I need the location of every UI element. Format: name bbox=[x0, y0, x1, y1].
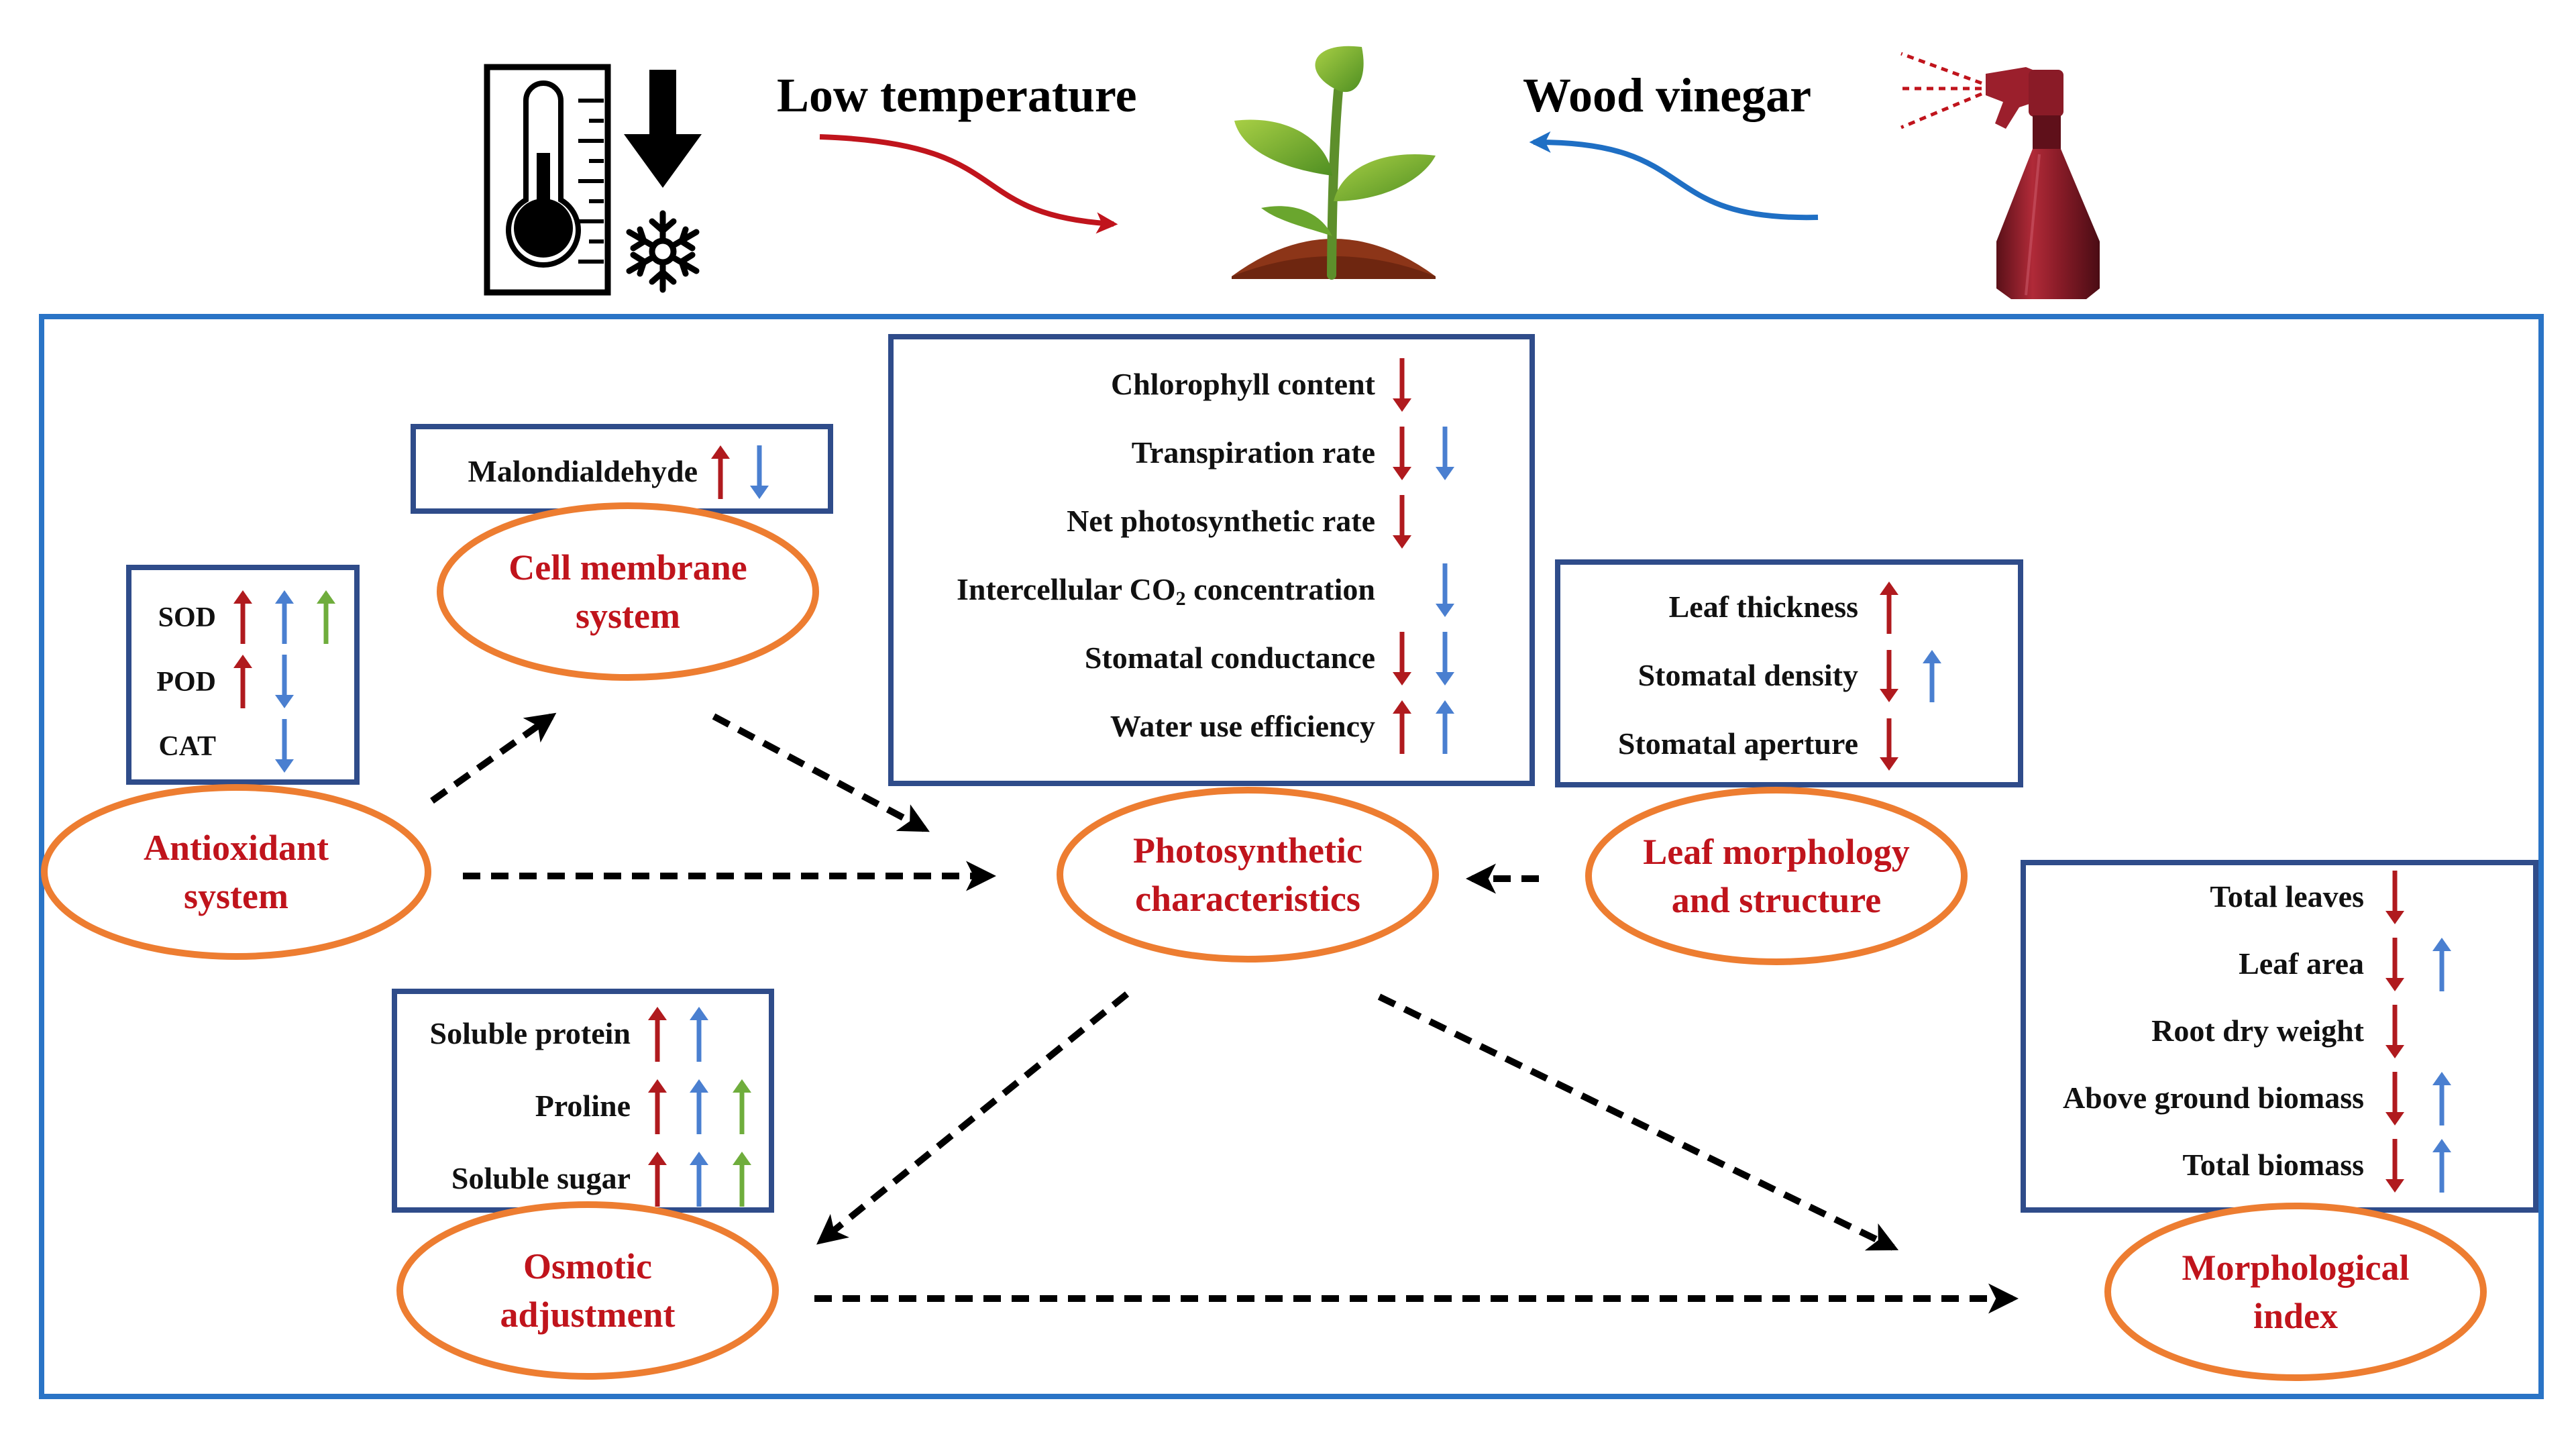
box-photosynthesis-item-2-arrow-2-blue-down bbox=[1436, 427, 1454, 480]
box-morphology-item-2-arrow-2-blue-up bbox=[2432, 938, 2451, 991]
box-morphology-item-5-arrow-2-blue-up bbox=[2432, 1139, 2451, 1193]
box-photosynthesis-item-2-arrow-1-red-down bbox=[1393, 427, 1411, 480]
wood-vinegar-label: Wood vinegar bbox=[1523, 68, 1811, 122]
box-osmotic-item-2-arrow-2-blue-up bbox=[690, 1079, 708, 1134]
low-temperature-arrow bbox=[819, 134, 1118, 234]
oval-label-antioxidant-1: Antioxidant bbox=[144, 828, 329, 868]
box-malondialdehyde-item-1-label: Malondialdehyde bbox=[468, 454, 698, 488]
oval-osmotic bbox=[396, 1201, 779, 1380]
box-photosynthesis-item-3-label: Net photosynthetic rate bbox=[1067, 504, 1375, 538]
box-osmotic-item-2-label: Proline bbox=[535, 1089, 631, 1123]
arrow-cell-membrane-to-photosynthetic bbox=[712, 713, 930, 832]
box-antioxidant-item-3-label: CAT bbox=[158, 731, 216, 762]
box-morphology-item-4-arrow-1-red-down bbox=[2385, 1072, 2404, 1125]
box-antioxidant-item-2-label: POD bbox=[156, 667, 216, 698]
box-photosynthesis-item-6-label: Water use efficiency bbox=[1110, 709, 1375, 743]
box-osmotic-item-1-arrow-1-red-up bbox=[648, 1007, 667, 1062]
box-photosynthesis-item-4-label: Intercellular CO2 concentration bbox=[957, 572, 1375, 610]
box-leaf bbox=[1555, 559, 2023, 787]
box-morphology-item-1-label: Total leaves bbox=[2210, 879, 2364, 914]
box-leaf-item-3-label: Stomatal aperture bbox=[1618, 726, 1858, 761]
box-osmotic-item-1-label: Soluble protein bbox=[430, 1016, 631, 1050]
arrow-photosynthetic-to-osmotic bbox=[816, 991, 1130, 1245]
arrow-antioxidant-to-cell-membrane bbox=[430, 712, 557, 804]
box-morphology-item-5-arrow-1-red-down bbox=[2385, 1139, 2404, 1193]
box-osmotic-item-2-arrow-3-green-up bbox=[733, 1079, 751, 1134]
box-leaf-item-3-arrow-1-red-down bbox=[1880, 718, 1898, 771]
box-malondialdehyde-item-1-arrow-2-blue-down bbox=[750, 445, 769, 499]
box-photosynthesis-item-4-arrow-2-blue-down bbox=[1436, 563, 1454, 617]
down-arrow-icon bbox=[624, 70, 702, 188]
box-leaf-item-2-arrow-2-blue-up bbox=[1923, 650, 1941, 702]
oval-leaf-morphology bbox=[1585, 787, 1968, 965]
snowflake-icon bbox=[626, 210, 700, 293]
box-antioxidant-item-1-arrow-2-blue-up bbox=[275, 590, 294, 644]
box-leaf-item-2-arrow-1-red-down bbox=[1880, 650, 1898, 702]
box-antioxidant-item-1-arrow-3-green-up bbox=[317, 590, 335, 644]
box-malondialdehyde-item-1-arrow-1-red-up bbox=[711, 445, 730, 499]
box-antioxidant-item-2-arrow-1-red-up bbox=[233, 655, 252, 708]
thermometer-icon bbox=[484, 64, 611, 296]
box-osmotic-item-3-arrow-1-red-up bbox=[648, 1152, 667, 1207]
oval-label-osmotic-2: adjustment bbox=[500, 1295, 675, 1335]
box-photosynthesis-item-2-label: Transpiration rate bbox=[1132, 435, 1375, 470]
box-antioxidant-item-3-arrow-2-blue-down bbox=[275, 719, 294, 773]
box-morphology-item-1-arrow-1-red-down bbox=[2385, 871, 2404, 924]
box-antioxidant-item-2-arrow-2-blue-down bbox=[275, 655, 294, 708]
box-morphology-item-2-arrow-1-red-down bbox=[2385, 938, 2404, 991]
box-morphology-item-3-label: Root dry weight bbox=[2151, 1013, 2365, 1048]
box-morphology-item-3-arrow-1-red-down bbox=[2385, 1005, 2404, 1058]
box-leaf-item-1-arrow-1-red-up bbox=[1880, 582, 1898, 634]
connections bbox=[430, 712, 2019, 1314]
box-morphology-item-2-label: Leaf area bbox=[2239, 946, 2364, 981]
wood-vinegar-arrow bbox=[1529, 131, 1819, 221]
box-photosynthesis-item-6-arrow-2-blue-up bbox=[1436, 700, 1454, 754]
box-osmotic-item-3-arrow-3-green-up bbox=[733, 1152, 751, 1207]
spray-bottle-icon bbox=[1898, 52, 2100, 299]
outer-frame bbox=[39, 314, 2544, 1399]
arrow-photosynthetic-to-morphological bbox=[1377, 993, 1899, 1251]
oval-label-antioxidant-2: system bbox=[184, 876, 288, 916]
oval-label-cell-membrane-2: system bbox=[576, 596, 680, 636]
oval-antioxidant bbox=[41, 784, 431, 960]
oval-label-morphological-2: index bbox=[2253, 1296, 2338, 1336]
box-leaf-item-1-label: Leaf thickness bbox=[1669, 590, 1858, 624]
box-leaf-item-2-label: Stomatal density bbox=[1638, 658, 1858, 692]
box-photosynthesis-item-5-arrow-1-red-down bbox=[1393, 632, 1411, 685]
box-photosynthesis-item-5-arrow-2-blue-down bbox=[1436, 632, 1454, 685]
box-antioxidant bbox=[126, 565, 360, 785]
box-morphology-item-4-label: Above ground biomass bbox=[2063, 1081, 2364, 1115]
box-osmotic-item-3-arrow-2-blue-up bbox=[690, 1152, 708, 1207]
seedling-icon bbox=[1232, 46, 1436, 280]
box-photosynthesis-item-3-arrow-1-red-down bbox=[1393, 495, 1411, 549]
low-temperature-label: Low temperature bbox=[777, 68, 1137, 122]
box-osmotic-item-1-arrow-2-blue-up bbox=[690, 1007, 708, 1062]
box-antioxidant-item-1-arrow-1-red-up bbox=[233, 590, 252, 644]
oval-label-osmotic-1: Osmotic bbox=[523, 1246, 652, 1286]
box-osmotic-item-3-label: Soluble sugar bbox=[451, 1161, 631, 1195]
oval-label-leaf-morphology-2: and structure bbox=[1672, 880, 1882, 920]
box-photosynthesis-item-6-arrow-1-red-up bbox=[1393, 700, 1411, 754]
oval-morphological bbox=[2104, 1203, 2487, 1381]
box-osmotic-item-2-arrow-1-red-up bbox=[648, 1079, 667, 1134]
oval-label-cell-membrane-1: Cell membrane bbox=[508, 547, 747, 588]
box-photosynthesis-item-1-arrow-1-red-down bbox=[1393, 358, 1411, 412]
box-photosynthesis-item-1-label: Chlorophyll content bbox=[1111, 367, 1376, 401]
box-photosynthesis bbox=[888, 334, 1535, 786]
box-morphology-item-4-arrow-2-blue-up bbox=[2432, 1072, 2451, 1125]
box-photosynthesis-item-5-label: Stomatal conductance bbox=[1085, 641, 1375, 675]
oval-cell-membrane bbox=[437, 502, 819, 681]
oval-labels: Cell membranesystemAntioxidantsystemPhot… bbox=[144, 547, 2410, 1336]
oval-label-morphological-1: Morphological bbox=[2182, 1248, 2410, 1288]
oval-label-leaf-morphology-1: Leaf morphology bbox=[1643, 832, 1910, 872]
box-antioxidant-item-1-label: SOD bbox=[158, 602, 216, 633]
box-morphology-item-5-label: Total biomass bbox=[2182, 1148, 2364, 1182]
oval-label-photosynthetic-2: characteristics bbox=[1135, 879, 1360, 919]
oval-label-photosynthetic-1: Photosynthetic bbox=[1133, 830, 1362, 871]
oval-photosynthetic bbox=[1057, 787, 1439, 963]
